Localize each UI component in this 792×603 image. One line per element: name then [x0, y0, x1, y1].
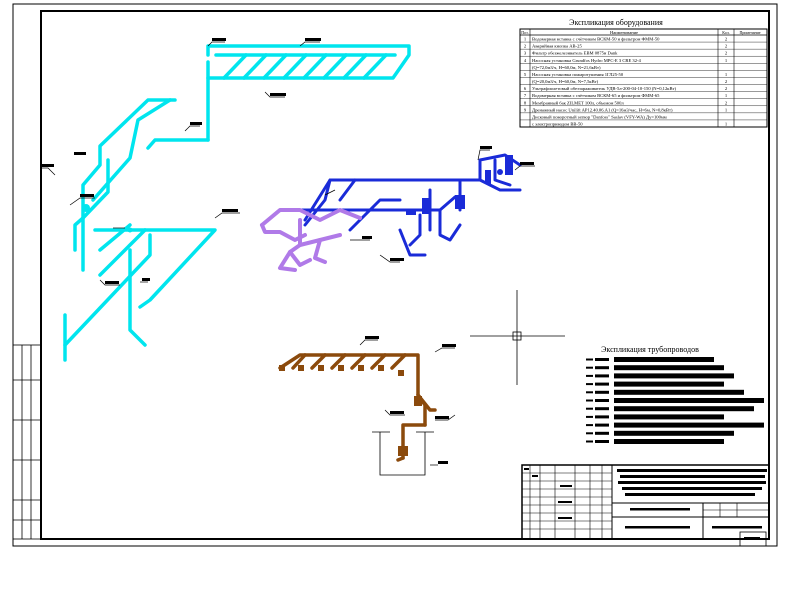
- pipeline-legend-code: [586, 391, 593, 394]
- blue-equipment: [406, 155, 513, 215]
- cyan-pipeline-details: [82, 204, 133, 233]
- pipeline-legend-label: [614, 430, 734, 436]
- pipeline-legend-symbol: [595, 390, 609, 394]
- pipeline-legend-label: [614, 398, 764, 403]
- pipeline-legend-code: [586, 358, 593, 361]
- equipment-row-name: Фильтр обезжелезиватель ЕВМ 0875н Dank: [532, 51, 618, 56]
- pipeline-legend-label: [614, 381, 724, 387]
- equipment-row-qty: 1: [725, 72, 728, 77]
- violet-pipeline-system: [260, 208, 362, 272]
- equipment-row-qty: 2: [725, 44, 728, 49]
- equipment-row-pos: 9: [524, 107, 527, 112]
- equipment-row-qty: 2: [725, 100, 728, 105]
- equipment-table-title: Экспликация оборудования: [569, 18, 663, 27]
- pipeline-legend-code: [586, 407, 593, 410]
- equipment-row-qty: 2: [725, 37, 728, 42]
- crosshair-cursor: [470, 290, 565, 385]
- pipeline-legend-code: [586, 366, 593, 369]
- pipeline-legend-code: [586, 383, 593, 386]
- equipment-row-qty: 1: [725, 107, 728, 112]
- equipment-row-qty: 2: [725, 79, 728, 84]
- pipeline-legend-label: [614, 422, 764, 428]
- equipment-row-name: (Q=20,0м3/ч, Н=60,0м, N=7,5кВт): [532, 79, 599, 85]
- equipment-row-name: Насосная установка пожаротушения 1ГЛ25-5…: [532, 72, 624, 77]
- header-pos: Поз.: [521, 30, 528, 35]
- equipment-row-name: Водомерная вставка с счётчиком ВСКМ-50 и…: [532, 37, 660, 42]
- left-binding-strip: [12, 344, 42, 540]
- header-note: Примечание: [739, 30, 760, 35]
- pipeline-legend-code: [586, 374, 593, 377]
- equipment-row-pos: 6: [524, 86, 527, 91]
- annotation-marks: [40, 38, 534, 464]
- pipeline-legend-symbol: [595, 431, 609, 435]
- equipment-row-name: Дренажный насос Unilift AP12.40.06.A1 (Q…: [532, 107, 673, 113]
- pipeline-legend-rows: [586, 357, 764, 444]
- equipment-row-pos: 8: [524, 100, 527, 105]
- pipeline-legend-label: [614, 365, 724, 371]
- equipment-row-qty: 1: [725, 122, 728, 127]
- pipeline-legend-symbol: [595, 415, 609, 419]
- equipment-row-qty: 2: [725, 51, 728, 56]
- sump-pit: [372, 431, 434, 476]
- brown-fittings: [279, 365, 422, 456]
- pipeline-legend-label: [614, 389, 744, 395]
- equipment-row-qty: 1: [725, 93, 728, 98]
- pipeline-legend-label: [614, 414, 724, 420]
- equipment-row-qty: 1: [725, 58, 728, 63]
- pipeline-legend-symbol: [595, 440, 609, 443]
- equipment-rows: 1 Водомерная вставка с счётчиком ВСКМ-50 …: [520, 37, 767, 127]
- equipment-row-pos: 2: [524, 44, 527, 49]
- equipment-row-name: Аварийная кнопка АВ-25: [532, 44, 582, 49]
- equipment-row-name: (Q=72,0м3/ч, Н=60,0м, N=21,6кВт): [532, 65, 601, 71]
- pipeline-legend-label: [614, 406, 754, 412]
- title-block: [521, 464, 770, 547]
- title-block-text-marks: [524, 468, 767, 540]
- pipeline-legend-symbol: [595, 358, 609, 361]
- annotation-leaders: [40, 41, 535, 466]
- header-name: Наименование: [610, 30, 638, 35]
- equipment-row-name: Насосная установка Grundfos Hydro MPC-E …: [532, 58, 642, 63]
- pipeline-legend-code: [586, 424, 593, 427]
- sheet-frame: [12, 3, 778, 547]
- pipeline-legend-symbol: [595, 366, 609, 370]
- pipeline-legend-label: [614, 357, 714, 362]
- pipeline-legend-label: [614, 439, 724, 444]
- pipeline-legend-code: [586, 415, 593, 418]
- equipment-row-pos: 7: [524, 93, 527, 98]
- pipeline-legend-code: [586, 399, 593, 402]
- equipment-row-name: с электроприводом ВВ-50: [532, 122, 583, 127]
- pipeline-legend-label: [614, 373, 734, 379]
- equipment-row-pos: 5: [524, 72, 527, 77]
- equipment-row-qty: 2: [725, 86, 728, 91]
- pipeline-legend-symbol: [595, 423, 609, 427]
- equipment-row-pos: 3: [524, 51, 527, 56]
- equipment-row-name: Дисковый поворотный затвор "Danfoss" Sas…: [532, 114, 667, 119]
- equipment-row-pos: 1: [524, 37, 527, 42]
- brown-pipeline-system: [278, 353, 437, 462]
- pipeline-legend-symbol: [595, 407, 609, 411]
- pipeline-legend-code: [586, 440, 593, 443]
- cyan-pipeline-system: [63, 44, 411, 362]
- equipment-table: Экспликация оборудования Поз. Наименован…: [519, 18, 768, 128]
- equipment-row-name: Водомерная вставка с счётчиком ВСКМ-65 и…: [532, 93, 660, 98]
- pipeline-legend-symbol: [595, 374, 609, 378]
- pipeline-table-title: Экспликация трубопроводов: [601, 345, 699, 354]
- equipment-row-pos: 4: [524, 58, 527, 63]
- equipment-row-name: Мембранный бак ZILMET 100л, объемом 500л: [532, 100, 624, 106]
- pipeline-legend-symbol: [595, 382, 609, 386]
- equipment-row-name: Ультрафиолетовый обеззараживатель УДВ-5л…: [532, 86, 677, 92]
- pipeline-table: Экспликация трубопроводов: [586, 345, 764, 444]
- pipeline-legend-code: [586, 432, 593, 435]
- pipeline-legend-symbol: [595, 399, 609, 402]
- header-qty: Кол.: [722, 30, 729, 35]
